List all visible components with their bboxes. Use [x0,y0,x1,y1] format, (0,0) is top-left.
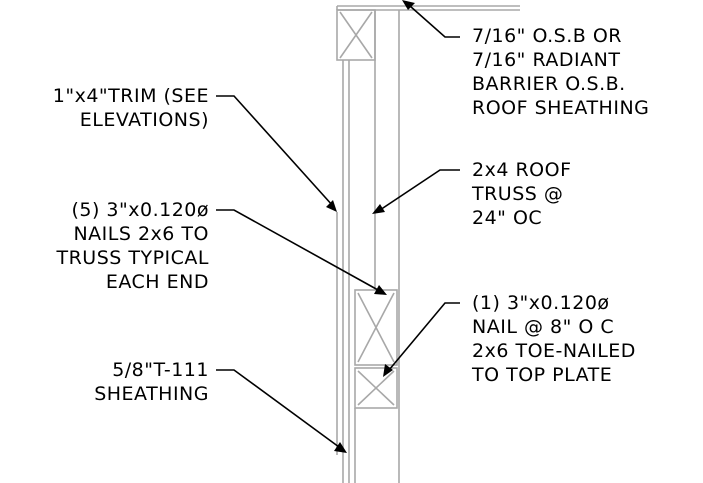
leader-roof-sheathing [409,5,460,38]
note-line: 7/16" RADIANT [472,49,621,71]
note-line: SHEATHING [94,383,209,405]
note-line: NAIL @ 8" O C [472,316,615,338]
note-line: NAILS 2x6 TO [73,223,209,245]
arrowhead-roof-sheathing [402,0,415,10]
note-line: TRUSS TYPICAL [56,247,209,269]
arrowhead-wall-sheathing [334,442,347,453]
note-line: ELEVATIONS) [79,109,209,131]
note-line: ROOF SHEATHING [472,97,650,119]
note-line: 2x6 TOE-NAILED [472,340,636,362]
leader-roof-truss [379,169,460,211]
top-plate-cross [357,370,395,406]
wall-sheathing-panel [342,60,350,483]
note-line: (5) 3"x0.120ø [71,199,209,221]
arrowhead-trim [326,200,337,212]
note-line: 24" OC [472,207,543,229]
leader-truss-nails [216,209,379,291]
arrowhead-truss-nails [374,285,387,295]
arrowhead-plate-nail [383,364,393,377]
wall-sheathing-note: 5/8"T-111 SHEATHING [94,358,209,406]
trim-note: 1"x4"TRIM (SEE ELEVATIONS) [53,84,209,132]
leader-wall-sheathing [216,369,340,448]
note-line: 2x4 ROOF [472,159,572,181]
truss-2x6-block-cross [357,292,395,363]
note-line: EACH END [105,271,209,293]
truss-nails-note: (5) 3"x0.120ø NAILS 2x6 TO TRUSS TYPICAL… [57,198,210,294]
note-line: TRUSS @ [472,183,564,205]
roof-truss-note: 2x4 ROOF TRUSS @ 24" OC [472,158,572,230]
leader-lines [216,0,460,453]
leader-trim [216,95,334,207]
truss-2x6-block [354,289,398,366]
top-plate [354,367,398,409]
truss-top-block-cross [339,11,373,59]
note-line: BARRIER O.S.B. [472,73,626,95]
note-line: TO TOP PLATE [472,364,613,386]
arrowhead-roof-truss [372,204,385,214]
leader-plate-nail [388,302,460,371]
wall-stud [354,290,400,483]
note-line: 7/16" O.S.B OR [472,25,623,47]
roof-truss-2x4 [374,10,400,290]
note-line: 5/8"T-111 [112,359,209,381]
plate-nail-note: (1) 3"x0.120ø NAIL @ 8" O C 2x6 TOE-NAIL… [472,291,636,387]
framing-members [336,5,520,483]
note-line: (1) 3"x0.120ø [472,292,610,314]
note-line: 1"x4"TRIM (SEE [52,85,209,107]
roof-sheathing-note: 7/16" O.S.B OR 7/16" RADIANT BARRIER O.S… [472,24,649,120]
